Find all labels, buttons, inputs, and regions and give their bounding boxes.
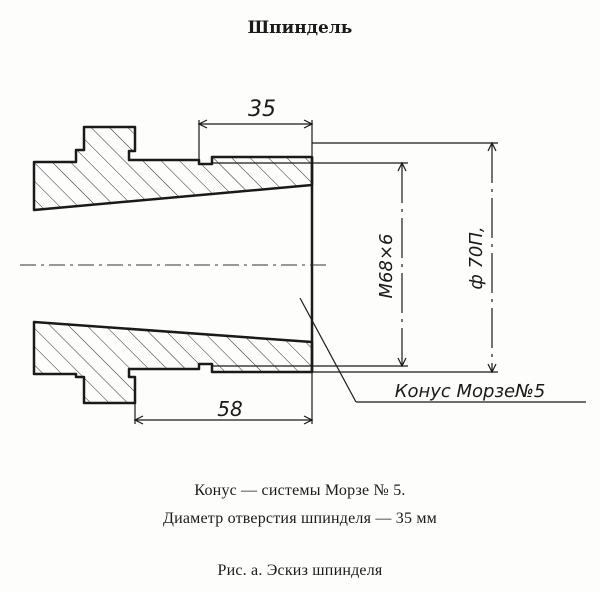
dimension-58-label: 58 <box>217 397 242 421</box>
upper-wall-section <box>32 125 314 212</box>
dimension-thread-diameter <box>312 161 408 368</box>
drawing-title: Шпиндель <box>247 18 353 38</box>
dimension-35-label: 35 <box>248 97 276 122</box>
figure-caption: Рис. а. Эскиз шпинделя <box>217 562 383 579</box>
lower-wall-section <box>32 320 314 405</box>
dimension-thread-label: М68×6 <box>376 234 397 299</box>
dimension-outer-diameter <box>312 141 498 374</box>
cone-leader <box>299 297 586 403</box>
dimension-58 <box>133 372 314 425</box>
cone-label: Конус Морзе№5 <box>395 381 546 402</box>
dimension-outer-label: ф 70П, <box>466 226 487 289</box>
caption-bore-diameter: Диаметр отверстия шпинделя — 35 мм <box>163 510 437 527</box>
dimension-35 <box>197 119 314 160</box>
caption-cone: Конус — системы Морзе № 5. <box>194 482 406 499</box>
